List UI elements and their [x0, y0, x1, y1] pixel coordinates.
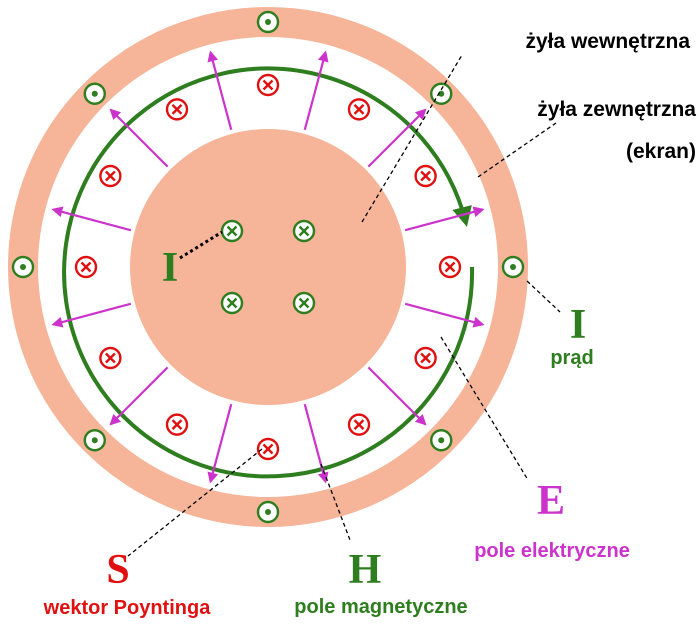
leader-inner-current [179, 230, 223, 260]
electric-field-arrow [367, 366, 427, 426]
poynting-into-page-icon [347, 98, 371, 121]
current-out-of-page-icon [256, 500, 280, 524]
outer-conductor-label-ekran: (ekran) [626, 140, 696, 163]
inner-current-symbols [220, 219, 316, 315]
electric-field-arrow [51, 302, 132, 328]
magnetic-field-line [62, 66, 475, 479]
electric-field-arrow [207, 403, 233, 484]
outer-current-symbol: I [570, 302, 586, 348]
inner-current-symbol: I [162, 245, 178, 291]
electric-field-arrow [109, 108, 169, 168]
leader-current [526, 280, 561, 313]
inner-current-into-page-icon [220, 219, 244, 243]
inner-current-into-page-icon [292, 291, 316, 315]
electric-field-arrows [51, 50, 485, 484]
poynting-into-page-icon [165, 413, 189, 436]
magnetic-field-symbol: H [349, 547, 382, 593]
poynting-into-page-icon [347, 413, 371, 436]
electric-field-arrow [404, 206, 485, 232]
electric-field-arrow [367, 108, 427, 168]
electric-field-arrow [404, 302, 485, 328]
poynting-into-page-icon [414, 164, 437, 188]
inner-current-into-page-icon [220, 291, 244, 315]
current-out-of-page-icon [11, 255, 35, 279]
poynting-into-page-icon [256, 73, 280, 97]
poynting-into-page-icon [99, 164, 122, 188]
leader-poynting [127, 448, 263, 557]
outer-conductor-label: żyła zewnętrzna [537, 98, 696, 121]
current-out-of-page-icon [256, 10, 280, 34]
inner-conductor [130, 129, 406, 405]
current-out-of-page-icon [430, 429, 453, 452]
current-out-of-page-icon [83, 82, 106, 105]
electric-field-arrow [303, 403, 329, 484]
leader-outer-conductor [477, 122, 557, 178]
poynting-into-page-icon [74, 255, 98, 279]
electric-field-arrow [207, 50, 233, 131]
leader-lines [127, 54, 561, 557]
outer-current-symbols [11, 10, 525, 524]
poynting-into-page-icon [99, 346, 122, 370]
leader-inner-conductor [361, 54, 463, 223]
current-out-of-page-icon [501, 255, 525, 279]
poynting-symbol: S [106, 547, 129, 593]
electric-field-arrow [51, 206, 132, 232]
electric-field-label: pole elektryczne [474, 540, 630, 562]
poynting-into-page-icon [414, 346, 437, 370]
current-label: prąd [550, 347, 593, 369]
electric-field-symbol: E [537, 478, 565, 524]
poynting-symbols [74, 73, 462, 461]
inner-conductor-label: żyła wewnętrzna [525, 30, 690, 53]
poynting-into-page-icon [165, 98, 189, 121]
current-out-of-page-icon [83, 429, 106, 452]
poynting-label: wektor Poyntinga [43, 597, 212, 619]
poynting-into-page-icon [256, 437, 280, 461]
poynting-into-page-icon [438, 255, 462, 279]
electric-field-arrow [303, 50, 329, 131]
electric-field-arrow [109, 366, 169, 426]
inner-current-into-page-icon [292, 219, 316, 243]
magnetic-field-label: pole magnetyczne [294, 596, 467, 618]
